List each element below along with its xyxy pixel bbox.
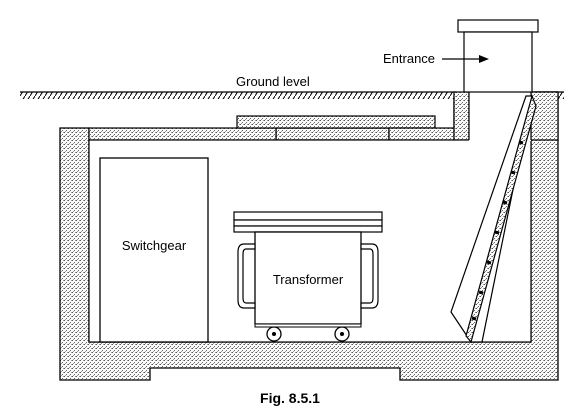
entrance-label: Entrance [383, 51, 435, 66]
access-ladder [450, 94, 537, 344]
entrance-shaft-left-wall [453, 91, 470, 141]
transformer-label: Transformer [273, 272, 344, 287]
switchgear-cabinet [99, 157, 209, 343]
transformer-unit [233, 211, 383, 342]
ground-level-label: Ground level [236, 74, 310, 89]
roof-slab-left [88, 127, 277, 141]
figure-caption: Fig. 8.5.1 [260, 390, 320, 406]
transformer-wheel-left [266, 326, 282, 342]
roof-slab-right [388, 127, 455, 141]
transformer-wheel-right [334, 326, 350, 342]
roof-slab-center [236, 115, 436, 129]
entrance-shaft-right-wall [530, 91, 559, 141]
switchgear-label: Switchgear [122, 238, 187, 253]
entrance-arrow [442, 55, 489, 63]
entrance-hatch [457, 19, 539, 93]
